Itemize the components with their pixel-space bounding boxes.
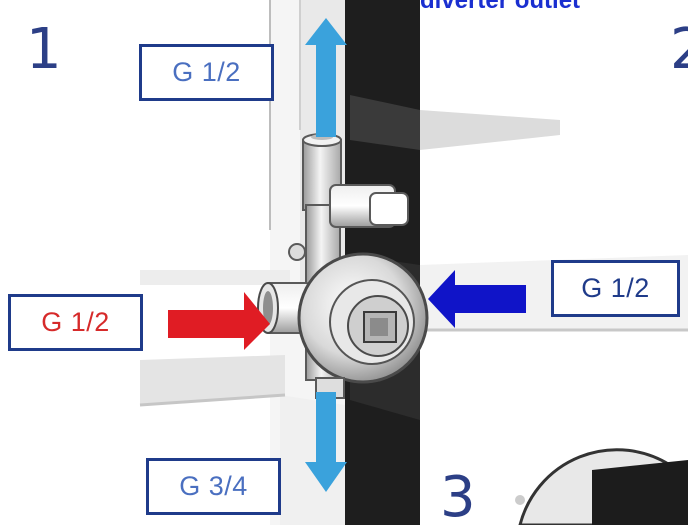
step-number-2: 2	[670, 17, 688, 82]
step-number-1: 1	[26, 17, 62, 82]
right-inlet-label: G 1/2	[551, 260, 680, 317]
next-figure-partial	[515, 448, 688, 525]
diverter-outlet-label: diverter outlet	[420, 0, 581, 14]
bottom-outlet-label: G 3/4	[146, 458, 281, 515]
bottom-outlet-arrow	[305, 392, 347, 492]
top-outlet-label: G 1/2	[139, 44, 274, 101]
step-number-3: 3	[440, 465, 476, 530]
left-inlet-label: G 1/2	[8, 294, 143, 351]
left-inlet-arrow	[168, 292, 270, 350]
top-outlet-arrow	[305, 18, 347, 137]
right-inlet-arrow	[428, 270, 526, 328]
